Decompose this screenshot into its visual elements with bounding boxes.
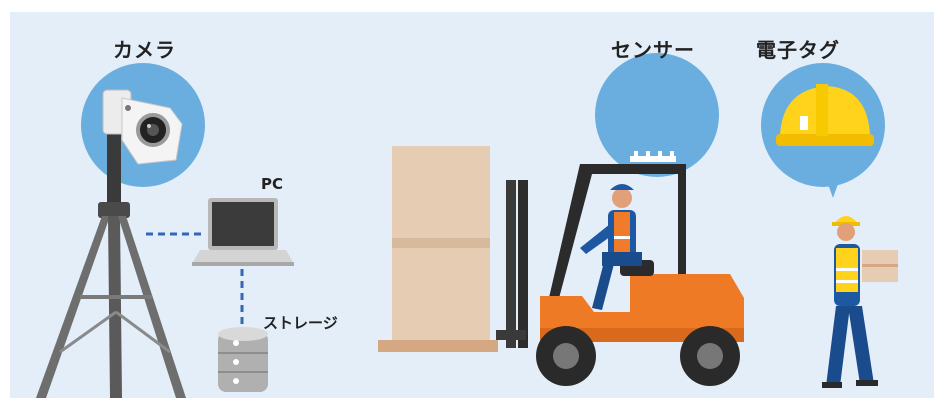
storage-icon <box>218 327 268 392</box>
sensor-label: センサー <box>611 34 695 63</box>
laptop-icon <box>192 198 294 266</box>
diagram-canvas: カメラ センサー 電子タグ PC ストレージ <box>10 12 934 398</box>
electronic-tag-label: 電子タグ <box>756 34 840 63</box>
tag-callout-pointer <box>828 184 838 198</box>
camera-label: カメラ <box>113 34 176 63</box>
storage-label: ストレージ <box>263 312 338 333</box>
diagram-artwork <box>10 12 934 398</box>
worker-icon <box>822 216 898 388</box>
pc-label: PC <box>261 175 283 193</box>
pallet-boxes <box>378 146 498 352</box>
